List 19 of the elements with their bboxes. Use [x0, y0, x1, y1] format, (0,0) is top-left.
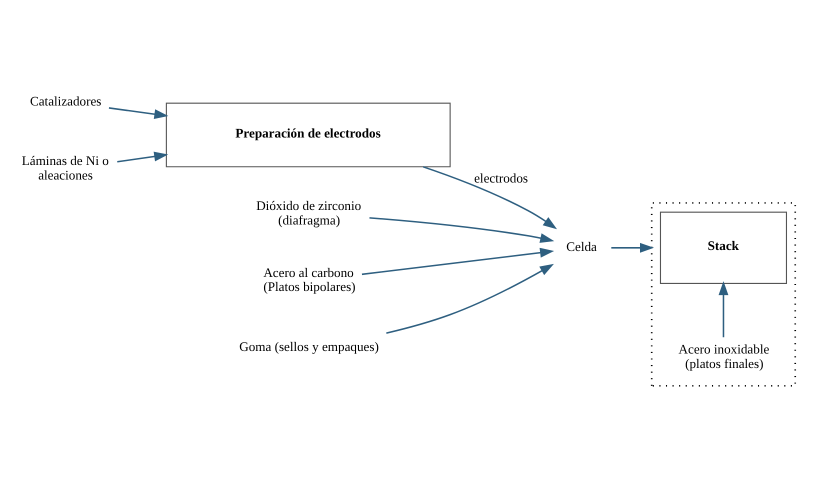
- node-box: Stack: [660, 212, 788, 284]
- arrow: [422, 166, 558, 230]
- arrow: [611, 242, 654, 253]
- arrow: [108, 107, 168, 120]
- node-text: Dióxido de zirconio (diafragma): [256, 198, 362, 228]
- node-text: Catalizadores: [30, 94, 102, 108]
- arrow: [386, 264, 554, 334]
- node-box: Preparación de electrodos: [166, 102, 451, 168]
- node-text: Acero inoxidable (platos finales): [678, 342, 770, 371]
- edge-label: electrodos: [474, 170, 528, 186]
- node-text: Celda: [566, 239, 597, 254]
- node-text: Goma (sellos y empaques): [239, 338, 379, 354]
- arrow: [718, 281, 728, 338]
- node-text: Acero al carbono (Platos bipolares): [263, 264, 356, 294]
- cluster: [650, 202, 796, 387]
- arrow: [117, 152, 168, 162]
- node-text: Láminas de Ni o aleaciones: [22, 153, 109, 182]
- arrow: [362, 248, 554, 276]
- arrow: [369, 217, 554, 243]
